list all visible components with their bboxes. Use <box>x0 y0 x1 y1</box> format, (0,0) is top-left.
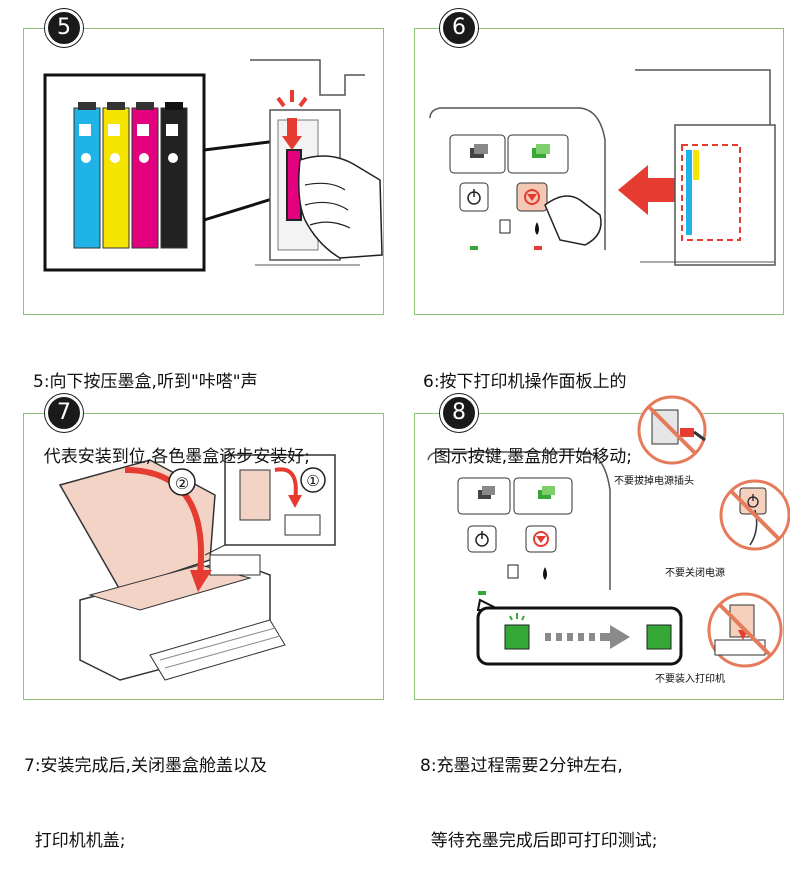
power-icon <box>475 531 489 547</box>
step-7-illustration: ② ① <box>58 454 336 681</box>
step-5-illustration <box>43 59 383 272</box>
ink-drop-icon <box>535 222 539 235</box>
note-no-load-paper: 不要装入打印机 <box>655 672 725 685</box>
step-5-caption-line-1: 5:向下按压墨盒,听到"咔嗒"声 <box>33 372 258 392</box>
step-8-caption-line-2: 等待充墨完成后即可打印测试; <box>420 831 658 851</box>
plug-icon <box>680 428 706 442</box>
cancel-icon <box>524 189 540 205</box>
copy-bw-icon <box>478 486 495 499</box>
paper-icon <box>499 219 511 234</box>
step-7-label-1: ① <box>306 472 319 490</box>
step-7-caption-line-1: 7:安装完成后,关闭墨盒舱盖以及 <box>24 756 267 776</box>
paper-icon <box>507 564 519 579</box>
no-power-off-warning <box>719 479 790 551</box>
cartridge-magenta <box>131 102 159 249</box>
arrow-left-icon <box>618 165 675 215</box>
step-6-caption-line-2: 图示按键,墨盒舱开始移动; <box>423 447 632 467</box>
copy-bw-icon <box>470 144 488 158</box>
step-6-caption: 6:按下打印机操作面板上的 图示按键,墨盒舱开始移动; <box>423 320 632 495</box>
note-no-power-off: 不要关闭电源 <box>665 566 725 579</box>
cartridge-yellow <box>102 102 130 249</box>
copy-color-icon <box>532 144 550 158</box>
hand-icon <box>298 155 383 259</box>
no-unplug-warning <box>637 395 707 465</box>
step-5-caption: 5:向下按压墨盒,听到"咔嗒"声 代表安装到位,各色墨盒逐步安装好; <box>33 320 310 495</box>
illustrations: ② ① <box>43 59 790 685</box>
power-icon <box>467 189 481 205</box>
step-7-caption: 7:安装完成后,关闭墨盒舱盖以及 打印机机盖; <box>24 704 267 879</box>
step-5-caption-line-2: 代表安装到位,各色墨盒逐步安装好; <box>33 447 310 467</box>
step-5-badge: 5 <box>45 9 83 47</box>
step-7-caption-line-2: 打印机机盖; <box>24 831 126 851</box>
step-6-caption-line-1: 6:按下打印机操作面板上的 <box>423 372 627 392</box>
step-6-illustration <box>429 69 776 266</box>
ink-drop-icon <box>543 567 547 580</box>
arrow-down-icon <box>276 90 308 150</box>
note-no-unplug: 不要拔掉电源插头 <box>614 474 694 487</box>
step-8-illustration: 不要拔掉电源插头 不要关闭电源 不要装入打印机 <box>427 395 790 685</box>
cartridge-black <box>160 102 188 249</box>
step-8-caption: 8:充墨过程需要2分钟左右, 等待充墨完成后即可打印测试; <box>420 704 658 879</box>
step-7-badge: 7 <box>45 394 83 432</box>
step-6-badge: 6 <box>440 9 478 47</box>
cancel-icon <box>533 531 549 547</box>
copy-color-icon <box>538 486 555 499</box>
cartridge-cyan <box>73 102 101 249</box>
hand-icon <box>544 195 602 246</box>
step-7-label-2: ② <box>175 474 189 493</box>
no-load-paper-warning <box>707 592 783 668</box>
step-8-caption-line-1: 8:充墨过程需要2分钟左右, <box>420 756 623 776</box>
step-8-badge: 8 <box>440 394 478 432</box>
